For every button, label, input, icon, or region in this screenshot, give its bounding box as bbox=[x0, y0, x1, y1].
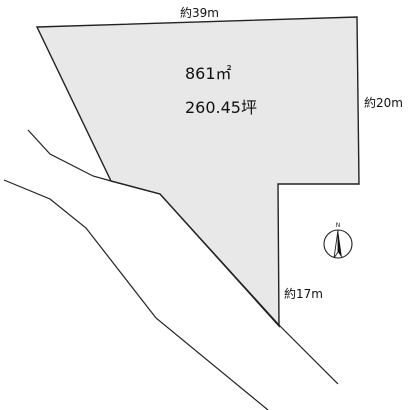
road-boundary-upper bbox=[27, 129, 339, 385]
area-square-meters: 861㎡ bbox=[185, 64, 232, 83]
area-tsubo: 260.45坪 bbox=[185, 98, 257, 117]
compass-north-label: N bbox=[336, 222, 341, 229]
right-dimension-label: 約20m bbox=[364, 96, 403, 110]
top-dimension-label: 約39m bbox=[180, 6, 219, 20]
road-boundary-lower bbox=[3, 179, 269, 410]
lower-right-dimension-label: 約17m bbox=[284, 287, 323, 301]
north-compass-icon: N bbox=[323, 222, 353, 259]
